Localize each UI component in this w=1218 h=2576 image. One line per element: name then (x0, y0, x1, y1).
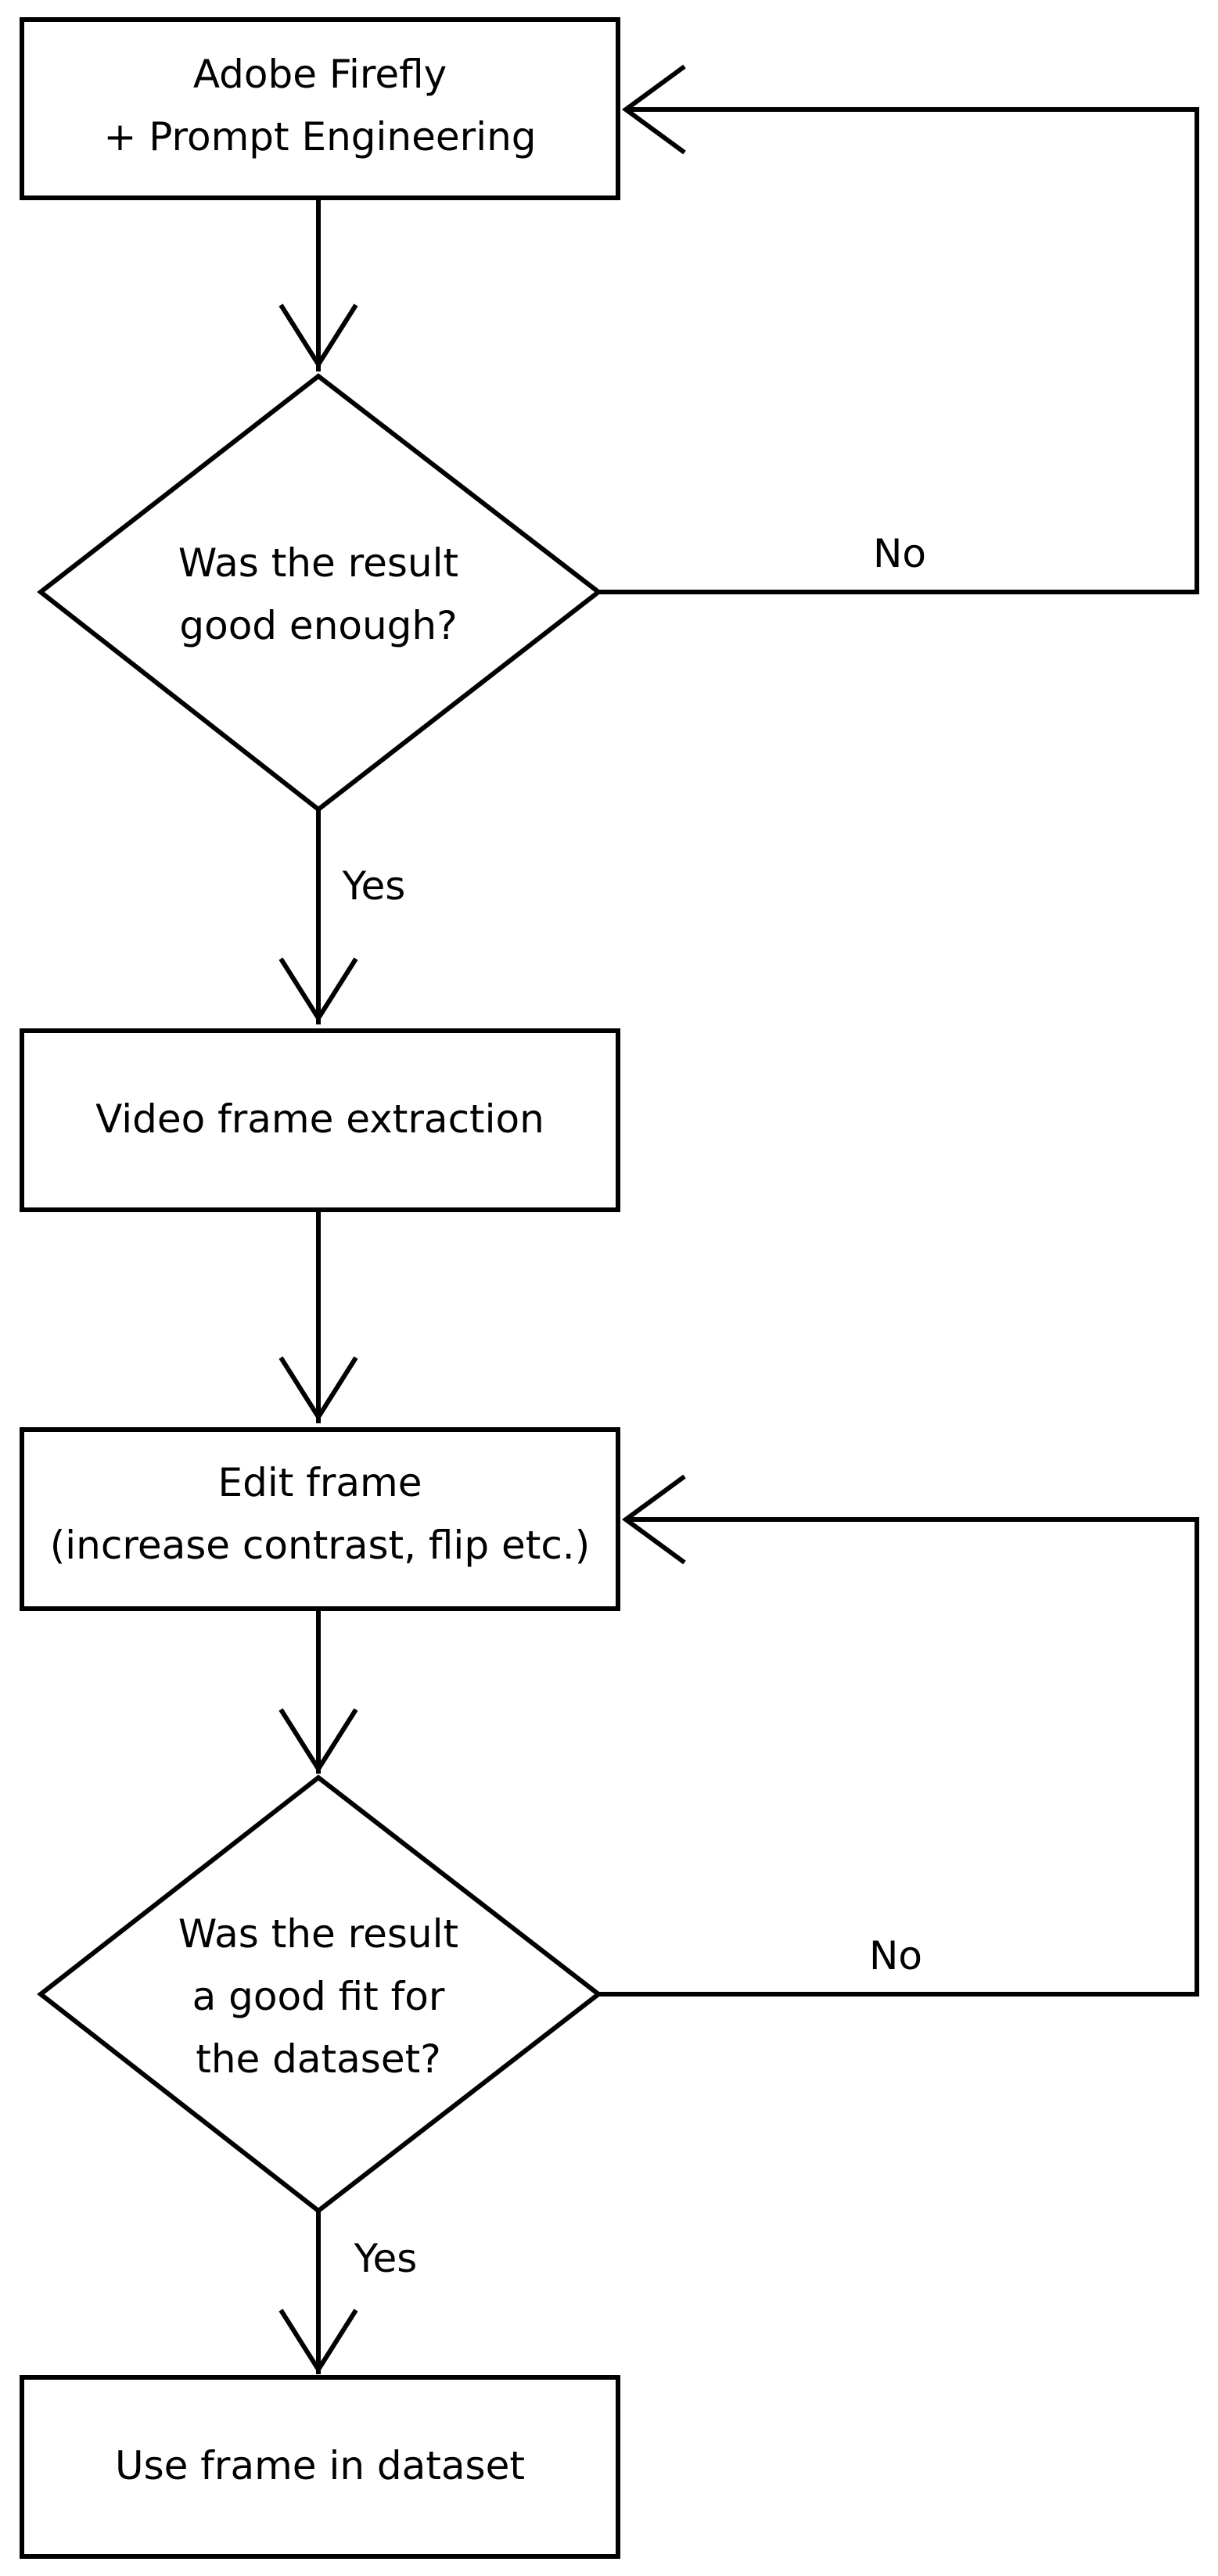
node-firefly: Adobe Firefly + Prompt Engineering (20, 17, 620, 200)
node-use: Use frame in dataset (20, 2375, 620, 2559)
node-decision-fit: Was the result a good fit for the datase… (37, 1774, 602, 2214)
node-use-line-1: Use frame in dataset (115, 2443, 525, 2488)
edge-label-quality-no: No (873, 531, 926, 576)
node-decision-fit-line-1: Was the result (178, 1911, 458, 1957)
node-firefly-line-2: + Prompt Engineering (103, 114, 536, 160)
edge-label-fit-yes: Yes (354, 2236, 418, 2281)
node-edit-line-1: Edit frame (218, 1460, 422, 1505)
arrowhead-extraction-icon (278, 957, 358, 1023)
arrowhead-firefly-return-icon (621, 64, 686, 155)
node-firefly-line-1: Adobe Firefly (193, 52, 447, 97)
node-extraction: Video frame extraction (20, 1028, 620, 1212)
arrowhead-edit-icon (278, 1356, 358, 1422)
node-decision-quality: Was the result good enough? (37, 373, 602, 813)
connector-fit-no-loop (598, 1517, 1199, 1997)
node-decision-quality-line-1: Was the result (178, 540, 458, 586)
node-decision-fit-line-3: the dataset? (196, 2036, 441, 2082)
node-decision-fit-line-2: a good fit for (192, 1974, 445, 2019)
edge-label-quality-yes: Yes (342, 863, 406, 909)
connector-quality-no-loop (598, 107, 1199, 594)
node-edit-line-2: (increase contrast, flip etc.) (50, 1523, 590, 1568)
node-edit: Edit frame (increase contrast, flip etc.… (20, 1427, 620, 1611)
node-extraction-line-1: Video frame extraction (95, 1096, 544, 1142)
arrowhead-quality-icon (278, 303, 358, 369)
edge-label-fit-no: No (869, 1933, 922, 1979)
node-decision-quality-line-2: good enough? (179, 603, 457, 648)
arrowhead-use-icon (278, 2309, 358, 2374)
arrowhead-fit-icon (278, 1708, 358, 1774)
arrowhead-edit-return-icon (621, 1474, 686, 1565)
